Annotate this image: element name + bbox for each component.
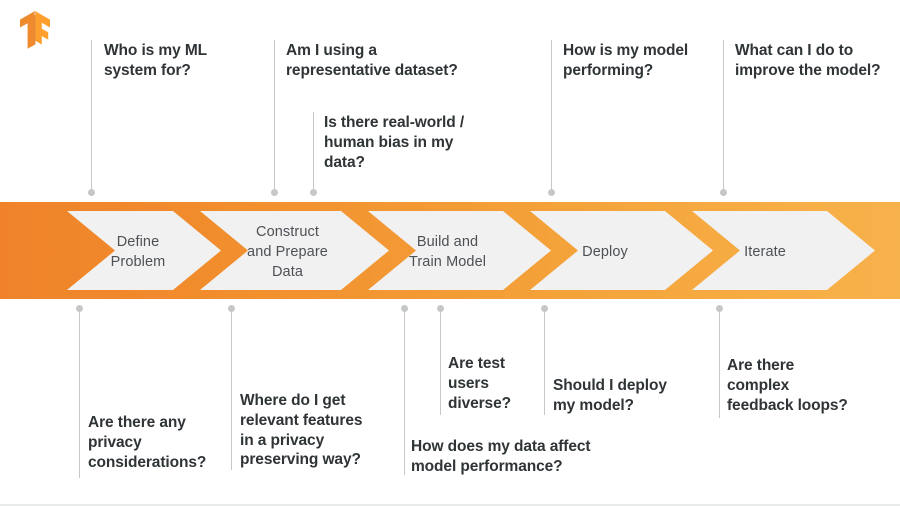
leader-line-bottom-5 xyxy=(544,310,545,415)
leader-dot-bottom-6 xyxy=(716,305,723,312)
leader-dot-top-3 xyxy=(310,189,317,196)
leader-line-top-4 xyxy=(551,40,552,192)
leader-dot-top-5 xyxy=(720,189,727,196)
leader-line-bottom-4 xyxy=(440,310,441,415)
callout-relevant-features-privacy: Where do I get relevant features in a pr… xyxy=(240,392,363,469)
tensorflow-logo xyxy=(18,10,52,50)
leader-line-bottom-3 xyxy=(404,310,405,475)
leader-line-top-3 xyxy=(313,112,314,192)
leader-dot-bottom-2 xyxy=(228,305,235,312)
leader-dot-bottom-4 xyxy=(437,305,444,312)
chevron-build-train-model xyxy=(368,211,551,290)
callout-real-world-human-bias: Is there real-world / human bias in my d… xyxy=(324,114,465,171)
leader-line-bottom-6 xyxy=(719,310,720,418)
callout-who-is-my-ml-system-for: Who is my ML system for? xyxy=(104,42,207,79)
leader-line-bottom-1 xyxy=(79,310,80,478)
callout-complex-feedback-loops: Are there complex feedback loops? xyxy=(727,357,848,414)
leader-line-top-2 xyxy=(274,40,275,192)
callout-should-i-deploy: Should I deploy my model? xyxy=(553,377,667,414)
slide-bottom-edge xyxy=(0,504,900,506)
chevron-iterate xyxy=(692,211,875,290)
callout-how-is-my-model-performing: How is my model performing? xyxy=(563,42,689,79)
leader-dot-top-1 xyxy=(88,189,95,196)
chevron-construct-prepare-data xyxy=(200,211,389,290)
leader-dot-bottom-5 xyxy=(541,305,548,312)
ml-workflow-chevrons xyxy=(0,202,900,299)
leader-line-top-1 xyxy=(91,40,92,192)
chevron-define-problem xyxy=(67,211,221,290)
leader-dot-bottom-3 xyxy=(401,305,408,312)
leader-line-bottom-2 xyxy=(231,310,232,470)
leader-dot-top-4 xyxy=(548,189,555,196)
callout-representative-dataset: Am I using a representative dataset? xyxy=(286,42,458,79)
callout-test-users-diverse: Are test users diverse? xyxy=(448,355,511,412)
leader-dot-bottom-1 xyxy=(76,305,83,312)
leader-line-top-5 xyxy=(723,40,724,192)
callout-data-affect-performance: How does my data affect model performanc… xyxy=(411,438,591,475)
callout-improve-the-model: What can I do to improve the model? xyxy=(735,42,881,79)
leader-dot-top-2 xyxy=(271,189,278,196)
callout-privacy-considerations: Are there any privacy considerations? xyxy=(88,414,207,471)
ml-workflow-bar: Define Problem Construct and Prepare Dat… xyxy=(0,202,900,299)
chevron-deploy xyxy=(530,211,713,290)
